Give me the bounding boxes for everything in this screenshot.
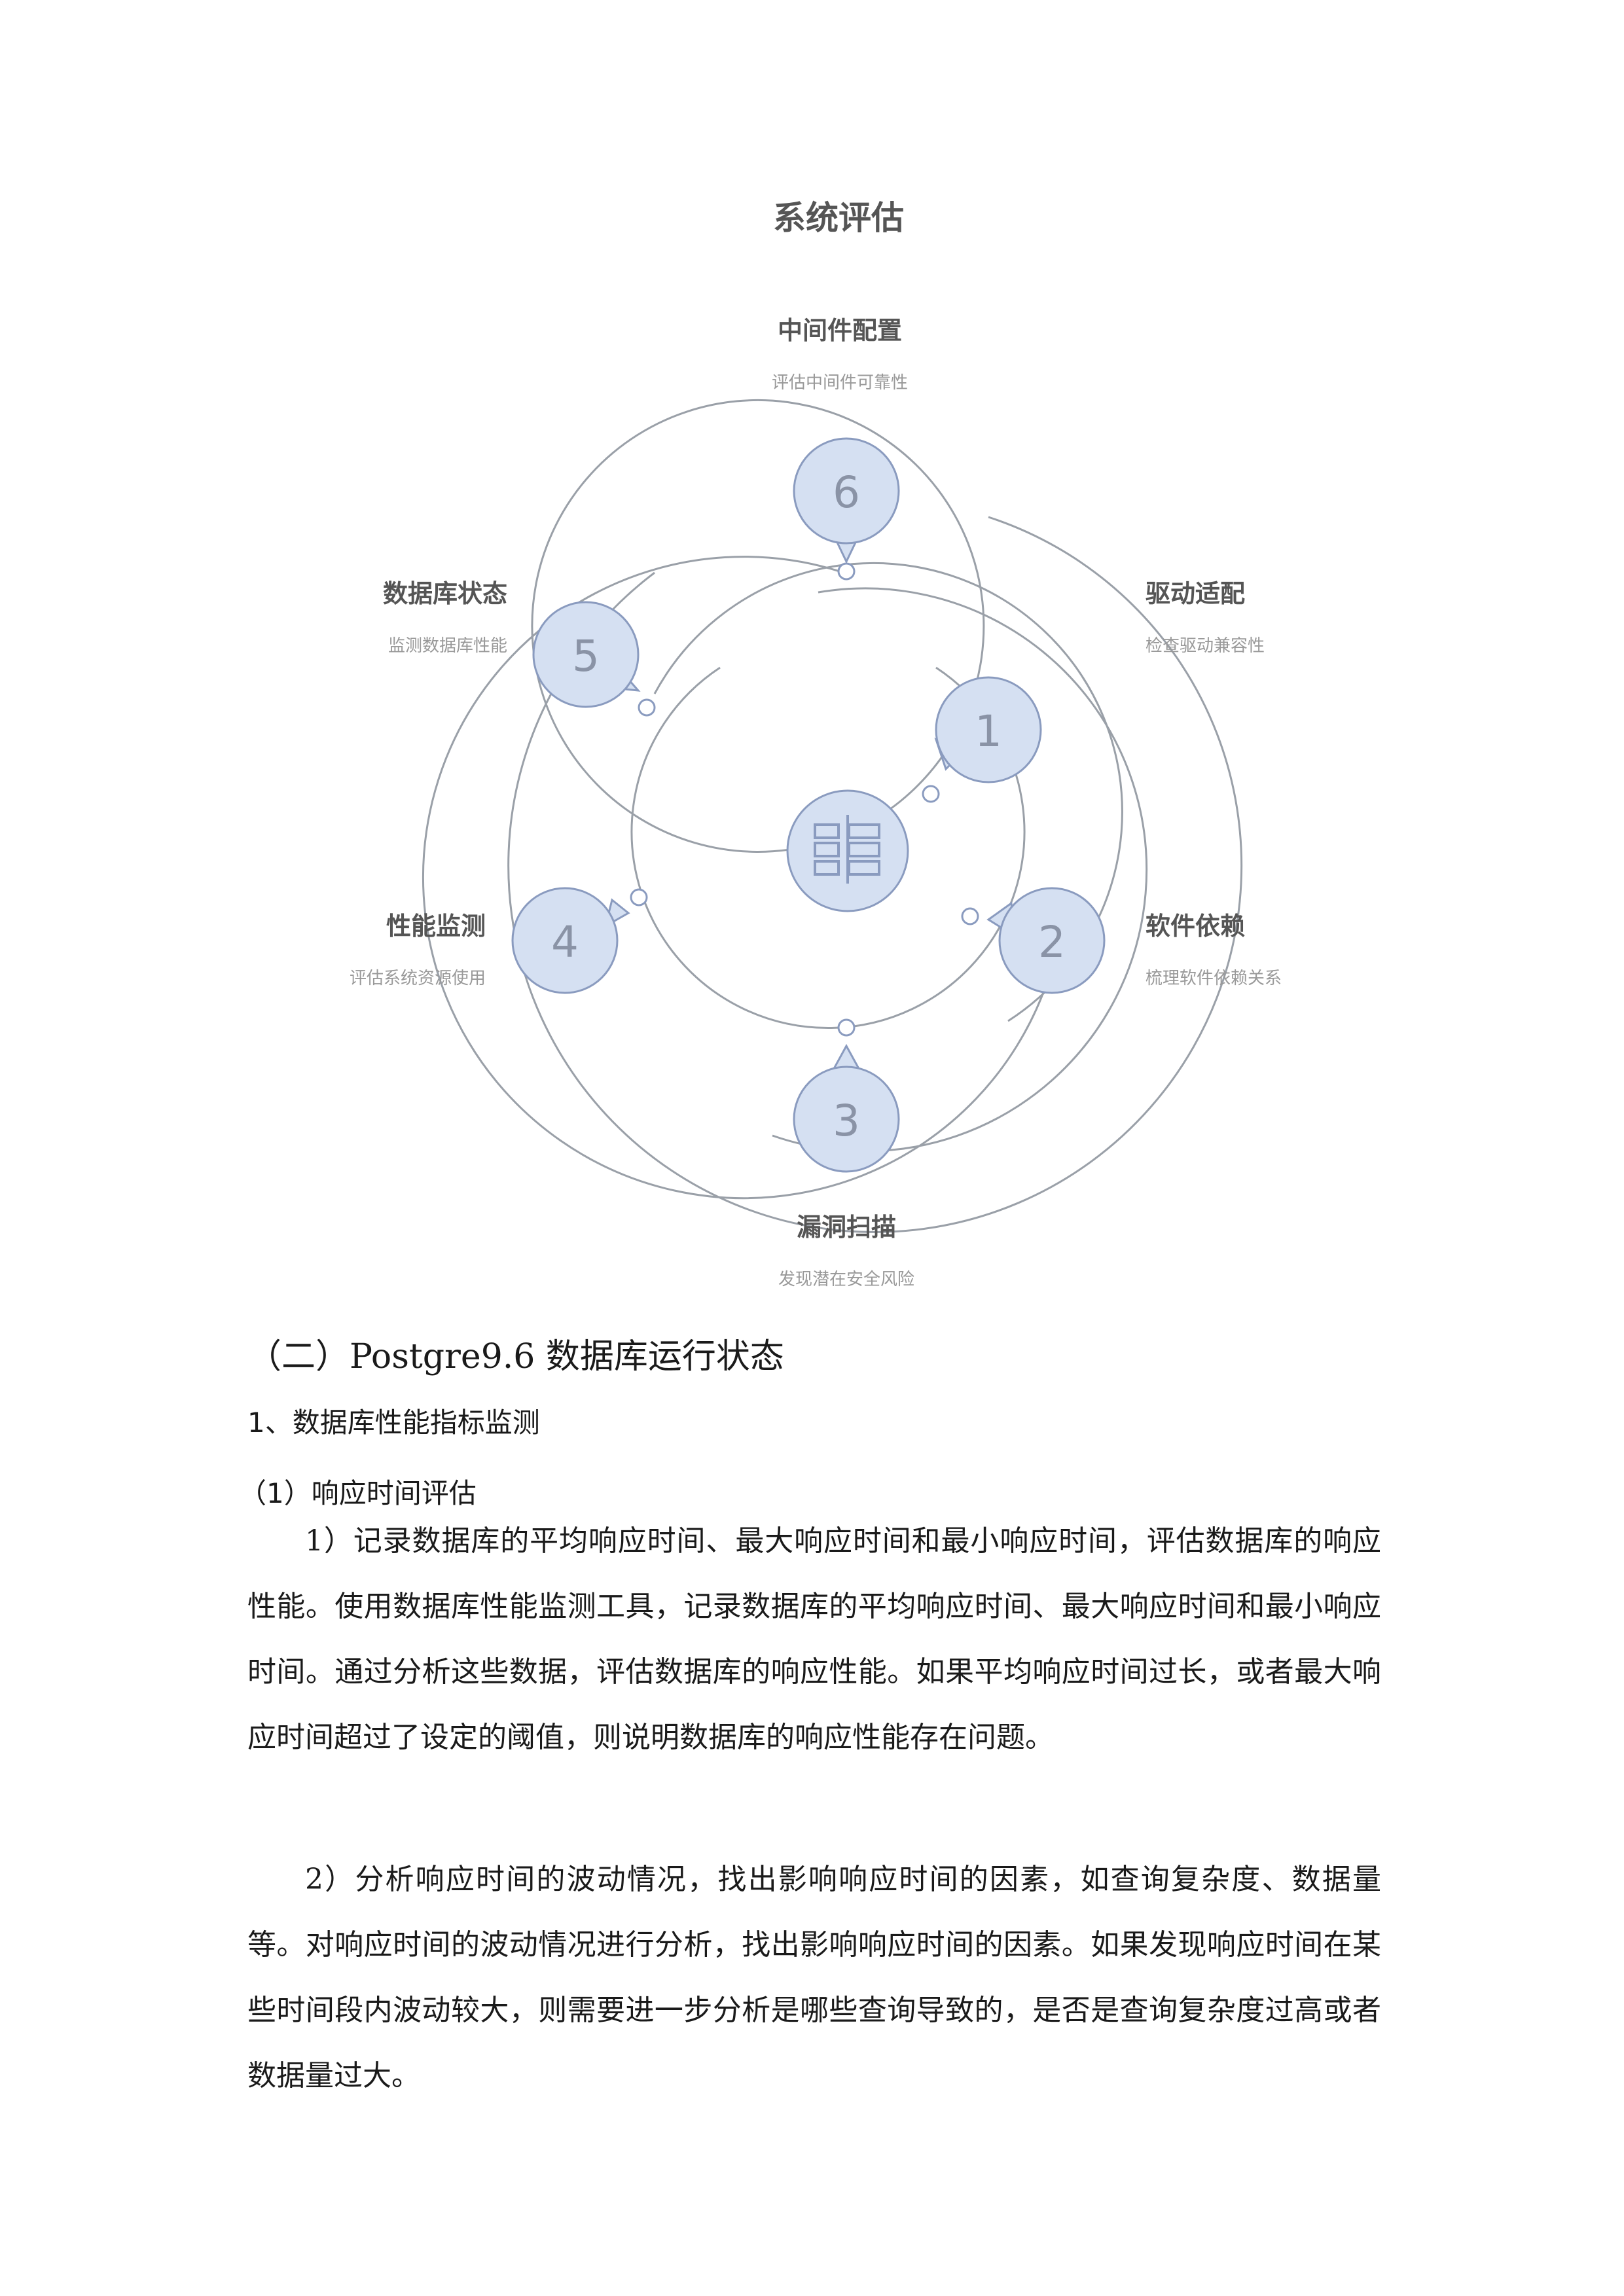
orbit-ring-5 — [422, 556, 1062, 1200]
step-title: 性能监测 — [386, 912, 486, 941]
step-title: 数据库状态 — [383, 579, 507, 608]
system-evaluation-diagram: 系统评估 1 — [350, 199, 1282, 1289]
step-title: 漏洞扫描 — [797, 1213, 896, 1242]
step-bubble-4: 4 — [511, 887, 630, 994]
step-number: 1 — [975, 706, 1002, 757]
orbit-dot — [922, 785, 940, 803]
step-number: 3 — [833, 1096, 860, 1146]
step-title: 软件依赖 — [1146, 912, 1245, 941]
step-number: 6 — [833, 467, 860, 518]
step-subtitle: 梳理软件依赖关系 — [1146, 969, 1282, 988]
body-paragraph: 1）记录数据库的平均响应时间、最大响应时间和最小响应时间，评估数据库的响应性能。… — [247, 1524, 1381, 1754]
orbit-dot — [837, 1018, 856, 1037]
step-subtitle: 检查驱动兼容性 — [1146, 636, 1265, 656]
step-number: 4 — [551, 917, 579, 967]
orbit-dot — [961, 907, 979, 925]
orbit-dot — [837, 562, 856, 581]
subsection-heading: 1、数据库性能指标监测 — [247, 1407, 540, 1439]
orbit-dot — [630, 888, 648, 906]
orbit-dots — [630, 562, 979, 1037]
step-subtitle: 监测数据库性能 — [388, 636, 507, 656]
body-paragraph: 2）分析响应时间的波动情况，找出影响响应时间的因素，如查询复杂度、数据量等。对响… — [247, 1863, 1381, 2092]
sub-subsection-heading: （1）响应时间评估 — [239, 1477, 477, 1509]
step-bubble-6: 6 — [793, 437, 900, 564]
diagram-title: 系统评估 — [773, 199, 904, 237]
step-subtitle: 评估中间件可靠性 — [772, 373, 908, 393]
orbit-dot — [638, 698, 656, 717]
step-bubble-2: 2 — [986, 887, 1106, 994]
orbit-ring-4 — [772, 587, 1148, 1153]
step-title: 中间件配置 — [778, 316, 902, 345]
orbit-ring-2 — [531, 399, 985, 853]
step-subtitle: 发现潜在安全风险 — [778, 1270, 914, 1289]
section-heading: （二）Postgre9.6 数据库运行状态 — [247, 1337, 784, 1376]
step-number: 5 — [572, 631, 600, 681]
orbit-rings — [422, 399, 1243, 1233]
orbit-ring-1 — [630, 666, 1026, 1029]
step-bubble-3: 3 — [793, 1043, 900, 1173]
orbit-ring-3 — [653, 562, 1123, 1022]
step-title: 驱动适配 — [1146, 579, 1245, 608]
step-subtitle: 评估系统资源使用 — [350, 969, 486, 988]
grid-blocks-icon — [814, 815, 880, 884]
step-bubble-5: 5 — [532, 601, 641, 708]
orbit-ring-6 — [507, 516, 1243, 1233]
step-bubble-1: 1 — [934, 676, 1042, 783]
step-number: 2 — [1038, 917, 1066, 967]
center-node — [786, 789, 909, 912]
